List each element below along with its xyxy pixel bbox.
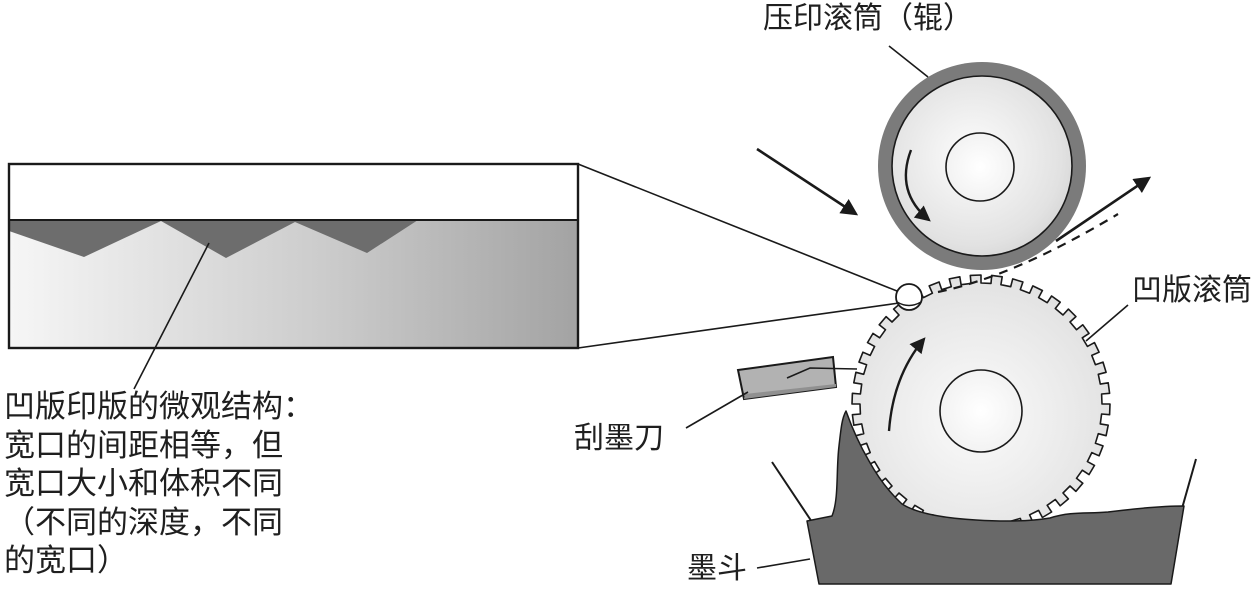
ink-fountain-label: 墨斗 [687,552,747,585]
note-line: 宽口大小和体积不同 [4,466,283,501]
note-line: （不同的深度，不同 [4,504,283,540]
impression-cylinder-label: 压印滚筒（辊） [763,2,973,35]
paper-path-dashed-line [937,213,1119,294]
plate-structure-note: 凹版印版的微观结构： 宽口的间距相等，但 宽口大小和体积不同 （不同的深度，不同… [4,388,344,581]
doctor-blade-edge [786,367,858,379]
doctor-blade-label: 刮墨刀 [574,422,664,455]
paper-exit-arrow-icon [1055,176,1152,243]
panel-border [7,162,580,350]
ink-fountain-label-leader [756,558,811,569]
paper-feed-arrow-icon [756,147,859,216]
ink-body [806,410,1185,585]
gravure-cylinder-hub [939,369,1023,453]
nip-cell-circle [895,283,923,311]
impression-label-leader [888,45,929,78]
magnifier-line-top [577,163,898,292]
ink-pan-right-wall [1180,458,1197,513]
impression-rotation-arrow-icon [904,149,931,222]
doctor-blade-label-leader [685,391,749,429]
note-leader-line [133,242,210,390]
impression-cylinder-hub [945,132,1015,202]
nip-cell-detail [896,301,922,307]
note-line: 宽口的间距相等，但 [4,427,283,463]
gravure-rotation-arrow-icon [887,337,926,432]
note-line: 的宽口） [4,543,128,578]
gravure-label-leader [1085,304,1129,342]
note-line: 凹版印版的微观结构： [4,389,314,424]
gravure-cylinder-label: 凹版滚筒 [1132,274,1252,307]
ink-pan-left-wall [771,461,813,523]
doctor-blade-holder-shade [744,384,836,399]
ink-cells-shape [9,220,418,258]
magnifier-line-bottom [577,302,900,349]
